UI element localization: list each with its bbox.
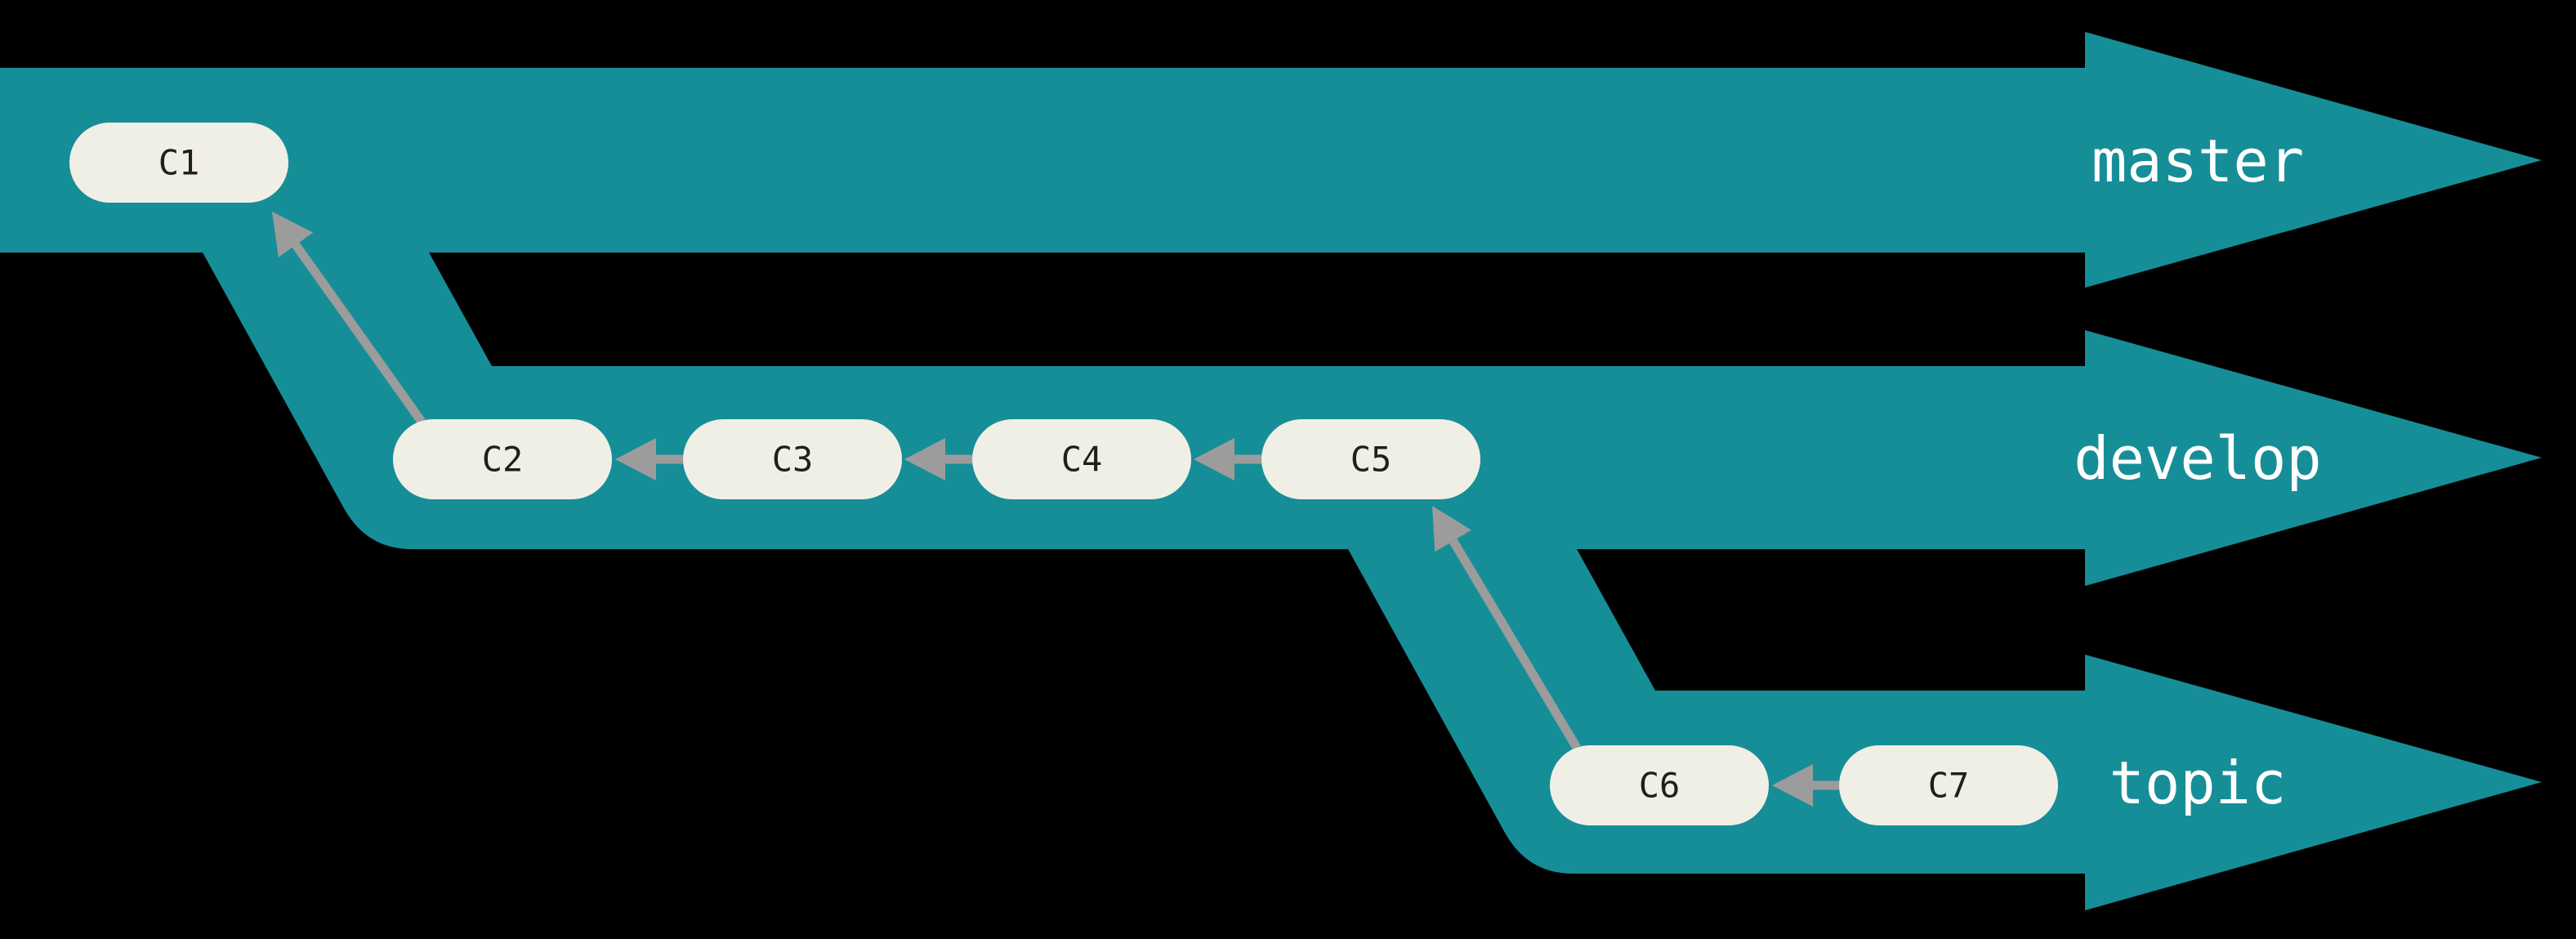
commit-node-C1: C1 [69, 123, 288, 203]
commit-pill [1261, 419, 1480, 499]
commit-label: C4 [1061, 440, 1103, 480]
arrow-head-icon [1194, 438, 1234, 481]
branch-label-master: master [2092, 127, 2304, 195]
parent-arrow-C4-C3 [904, 438, 972, 481]
commit-node-C4: C4 [972, 419, 1191, 499]
commit-node-C2: C2 [393, 419, 612, 499]
commit-node-C6: C6 [1550, 745, 1769, 825]
commit-label: C7 [1928, 766, 1970, 806]
arrow-head-icon [1772, 764, 1813, 807]
commit-pill [393, 419, 612, 499]
commit-label: C1 [158, 143, 200, 183]
branch-band-topic [1348, 549, 2542, 910]
commit-node-C7: C7 [1839, 745, 2058, 825]
parent-arrow-C7-C6 [1772, 764, 1839, 807]
edges-layer [272, 212, 1839, 807]
branch-labels-layer: master develop topic [2074, 127, 2321, 817]
arrow-head-icon [615, 438, 656, 481]
commit-node-C5: C5 [1261, 419, 1480, 499]
commit-pill [69, 123, 288, 203]
parent-arrow-C6-C5 [1432, 506, 1581, 750]
commit-node-C3: C3 [683, 419, 902, 499]
commit-pill [683, 419, 902, 499]
commit-label: C5 [1351, 440, 1392, 480]
commit-label: C2 [482, 440, 524, 480]
commit-pill [972, 419, 1191, 499]
commit-label: C6 [1639, 766, 1681, 806]
parent-arrow-C3-C2 [615, 438, 683, 481]
arrow-line [290, 239, 426, 425]
commit-pill [1839, 745, 2058, 825]
arrow-line [1447, 535, 1581, 750]
parent-arrow-C5-C4 [1194, 438, 1261, 481]
branch-band-master [0, 32, 2542, 288]
commit-label: C3 [772, 440, 814, 480]
arrow-head-icon [1432, 506, 1471, 552]
parent-arrow-C2-C1 [272, 212, 426, 425]
arrow-head-icon [904, 438, 945, 481]
branch-label-develop: develop [2074, 424, 2321, 493]
branch-label-topic: topic [2109, 749, 2287, 817]
commit-pill [1550, 745, 1769, 825]
arrow-head-icon [272, 212, 314, 257]
